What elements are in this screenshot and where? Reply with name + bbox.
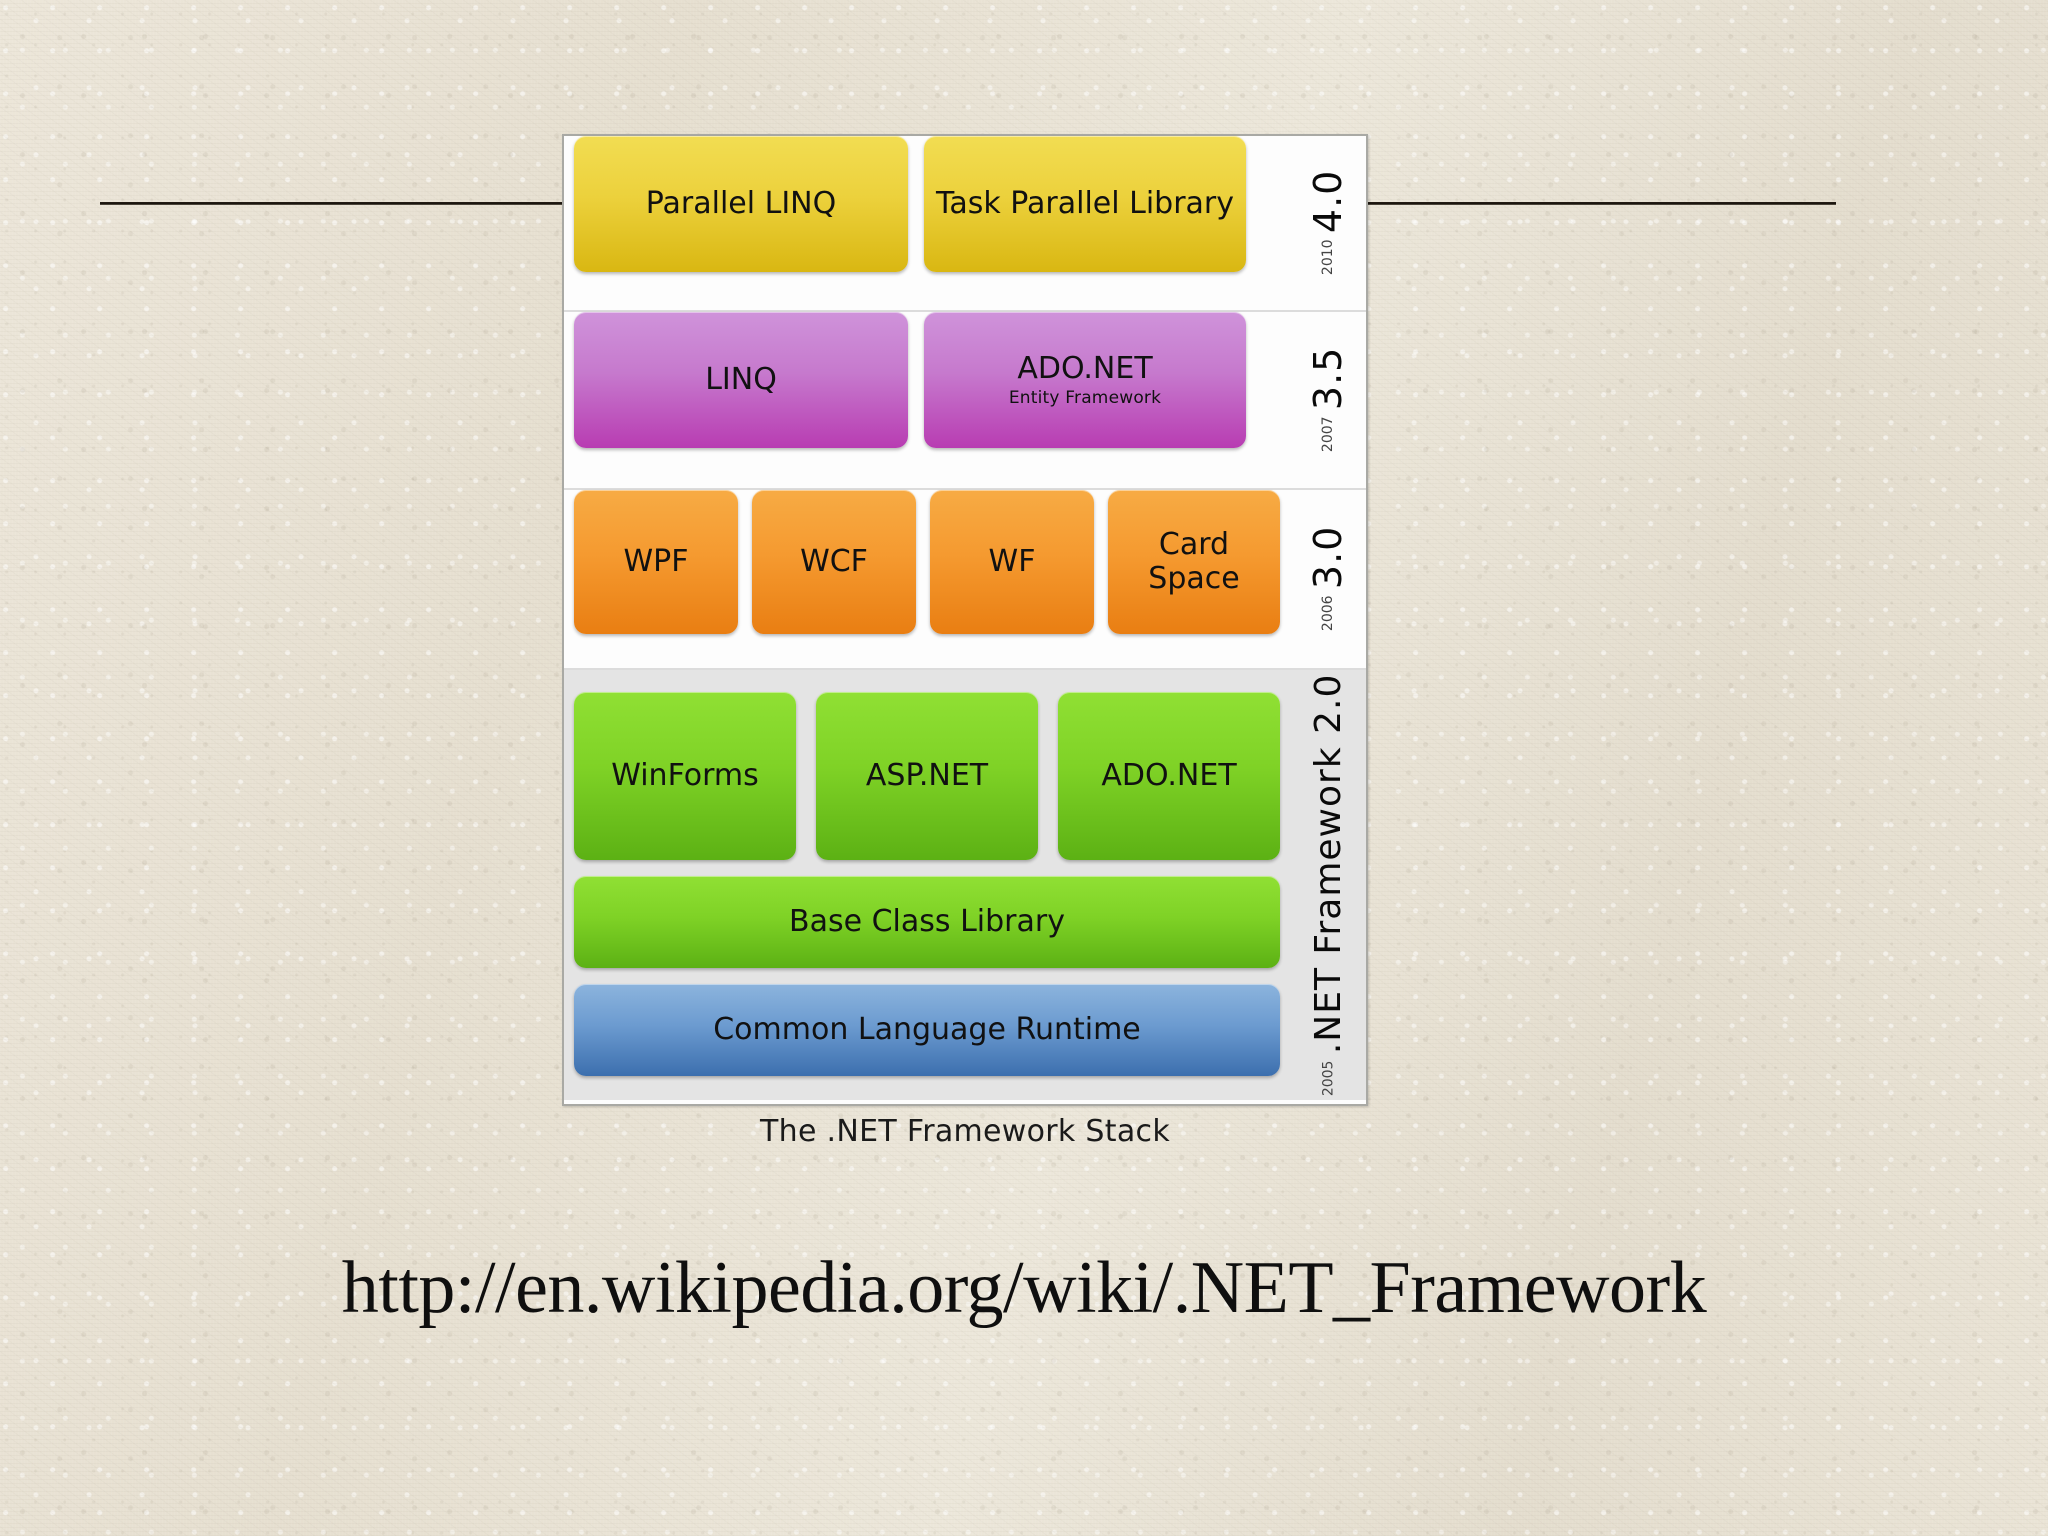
version-label-group: 2007 3.5 (1306, 347, 1350, 452)
box-label: Base Class Library (789, 904, 1065, 940)
box-sublabel: Entity Framework (1008, 387, 1162, 408)
box-ado-net-entity-framework[interactable]: ADO.NET Entity Framework (924, 312, 1246, 448)
tier-version: 3.0 (1306, 526, 1350, 590)
box-label: Parallel LINQ (645, 186, 837, 222)
tier-dotnet-3-5: LINQ ADO.NET Entity Framework 2007 3.5 (564, 312, 1366, 490)
version-label-group: 2010 4.0 (1306, 170, 1350, 275)
box-label: ADO.NET (1017, 351, 1153, 387)
box-common-language-runtime[interactable]: Common Language Runtime (574, 984, 1280, 1076)
box-linq[interactable]: LINQ (574, 312, 908, 448)
box-label: Card Space (1148, 527, 1240, 596)
box-label: Task Parallel Library (935, 186, 1235, 222)
tier-year: 2007 (1320, 416, 1336, 453)
box-label: ADO.NET (1101, 758, 1237, 794)
box-label: ASP.NET (865, 758, 989, 794)
tier-3-5-version-label: 2007 3.5 (1290, 312, 1366, 488)
box-task-parallel-library[interactable]: Task Parallel Library (924, 136, 1246, 272)
tier-version: .NET Framework 2.0 (1307, 673, 1349, 1055)
box-label: WinForms (611, 758, 759, 794)
tier-dotnet-3-0: WPF WCF WF Card Space 2006 3.0 (564, 490, 1366, 670)
tier-version: 4.0 (1306, 170, 1350, 234)
tier-3-5-boxes: LINQ ADO.NET Entity Framework (564, 312, 1290, 488)
box-winforms[interactable]: WinForms (574, 692, 796, 860)
tier-year: 2006 (1320, 595, 1336, 632)
box-card-space[interactable]: Card Space (1108, 490, 1280, 634)
box-label: LINQ (705, 362, 777, 398)
version-label-group: 2006 3.0 (1306, 526, 1350, 631)
tier-3-0-version-label: 2006 3.0 (1290, 490, 1366, 668)
tier-4-0-boxes: Parallel LINQ Task Parallel Library (564, 136, 1290, 310)
tier-2-0-clr-row: Common Language Runtime (574, 984, 1280, 1076)
version-label-group: 2005 .NET Framework 2.0 (1308, 674, 1349, 1096)
box-wf[interactable]: WF (930, 490, 1094, 634)
tier-2-0-bcl-row: Base Class Library (574, 876, 1280, 968)
box-wcf[interactable]: WCF (752, 490, 916, 634)
box-label: WPF (623, 544, 689, 580)
box-label: Common Language Runtime (713, 1012, 1141, 1048)
tier-year: 2010 (1320, 239, 1336, 276)
tier-4-0-version-label: 2010 4.0 (1290, 136, 1366, 310)
tier-2-0-api-row: WinForms ASP.NET ADO.NET (574, 692, 1280, 860)
tier-2-0-version-label: 2005 .NET Framework 2.0 (1290, 670, 1366, 1100)
box-label: WF (988, 544, 1036, 580)
box-base-class-library[interactable]: Base Class Library (574, 876, 1280, 968)
box-parallel-linq[interactable]: Parallel LINQ (574, 136, 908, 272)
dotnet-framework-stack-diagram: Parallel LINQ Task Parallel Library 2010… (562, 134, 1368, 1106)
tier-2-0-boxes: WinForms ASP.NET ADO.NET Base Class Libr… (564, 670, 1290, 1100)
box-wpf[interactable]: WPF (574, 490, 738, 634)
tier-3-0-boxes: WPF WCF WF Card Space (564, 490, 1290, 668)
tier-year: 2005 (1320, 1060, 1336, 1097)
box-ado-net[interactable]: ADO.NET (1058, 692, 1280, 860)
tier-version: 3.5 (1306, 347, 1350, 411)
tier-dotnet-framework-2-0: WinForms ASP.NET ADO.NET Base Class Libr… (564, 670, 1366, 1100)
source-url-text: http://en.wikipedia.org/wiki/.NET_Framew… (341, 1247, 1707, 1329)
box-label: WCF (800, 544, 868, 580)
box-asp-net[interactable]: ASP.NET (816, 692, 1038, 860)
tier-dotnet-4-0: Parallel LINQ Task Parallel Library 2010… (564, 136, 1366, 312)
diagram-caption: The .NET Framework Stack (760, 1114, 1170, 1149)
